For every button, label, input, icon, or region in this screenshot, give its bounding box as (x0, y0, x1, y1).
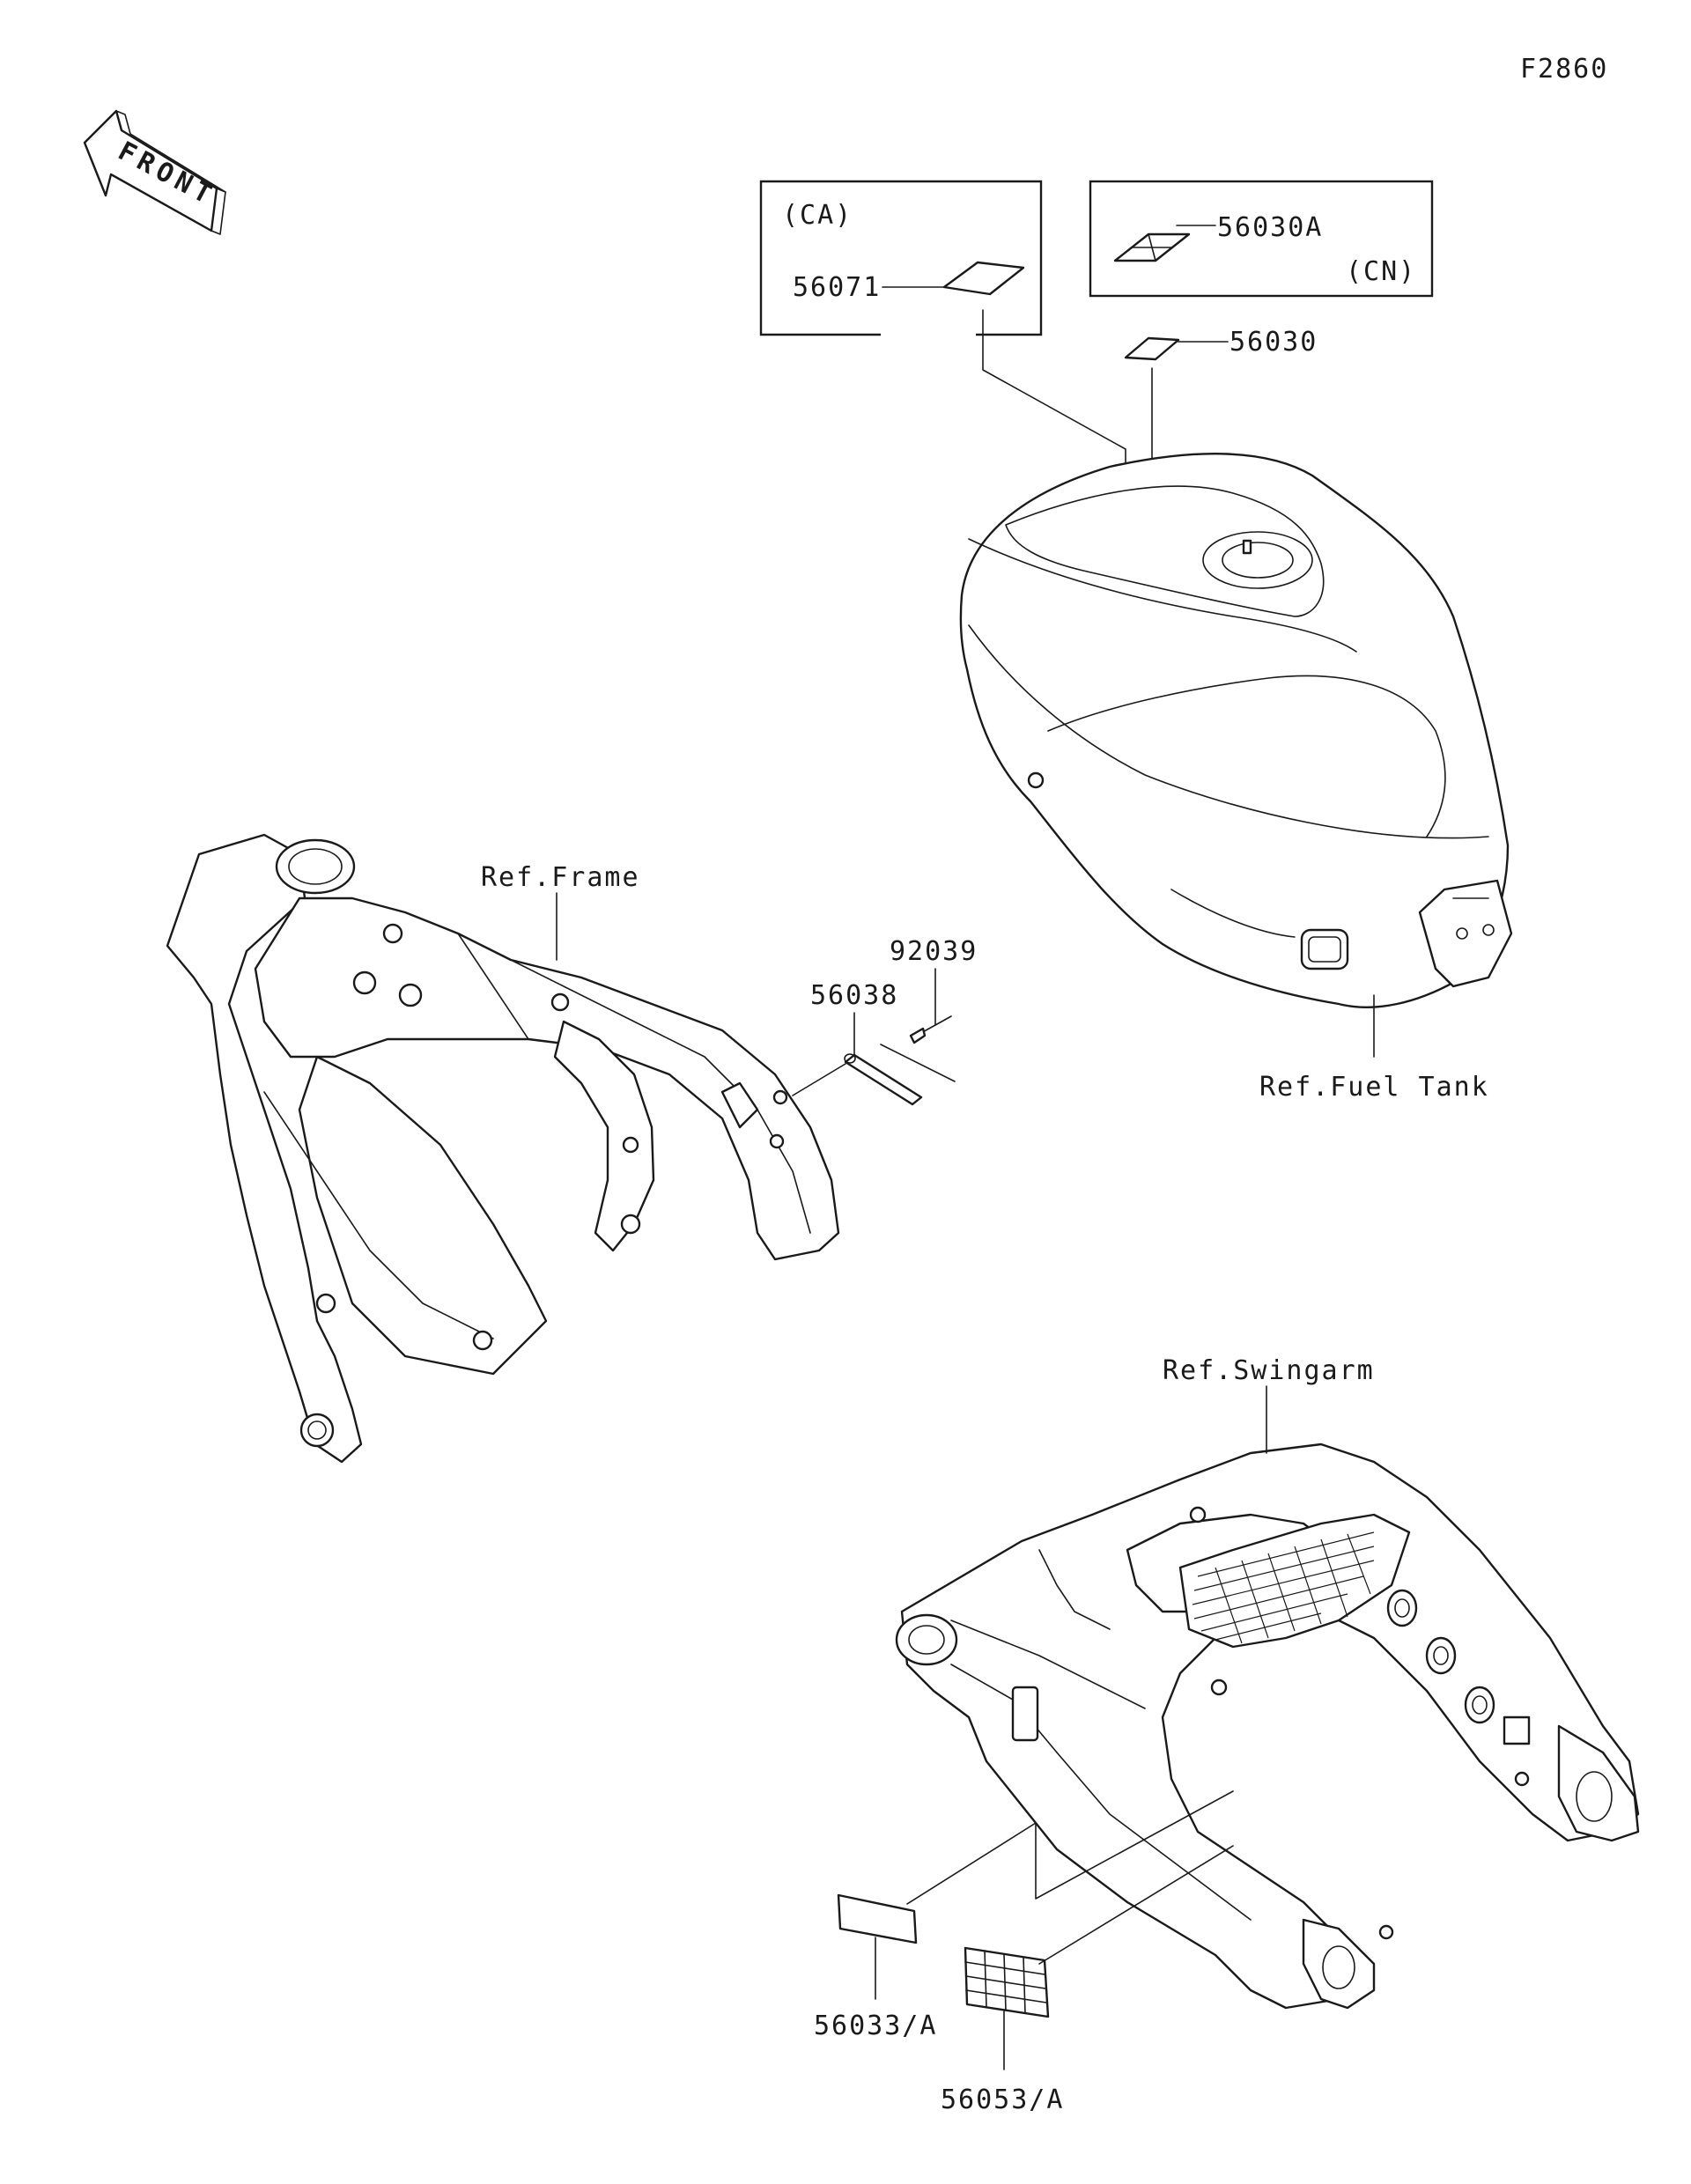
part-number-56033a: 56033/A (814, 2011, 937, 2041)
cn-region-label: (CN) (1346, 256, 1416, 287)
label-56038 (844, 1053, 923, 1106)
part-number-56030a: 56030A (1217, 212, 1323, 243)
frame-reference-drawing (166, 833, 840, 1464)
figure-id: F2860 (1520, 54, 1608, 85)
part-number-56030: 56030 (1229, 327, 1318, 358)
ca-region-label: (CA) (782, 200, 853, 231)
label-sticker-56030 (1124, 336, 1180, 361)
rivet-92039 (909, 1015, 952, 1044)
swingarm-reference-drawing (895, 1442, 1640, 2010)
part-number-56038: 56038 (810, 980, 898, 1011)
reference-fuel-tank-label: Ref.Fuel Tank (1259, 1072, 1489, 1103)
front-arrow-icon: FRONT (83, 109, 226, 235)
fuel-tank-reference-drawing (959, 453, 1513, 1008)
label-sticker-56071 (942, 261, 1025, 296)
reference-frame-label: Ref.Frame (481, 862, 640, 893)
label-sticker-56033 (837, 1893, 918, 1944)
cn-region-box: 56030A (CN) (1089, 180, 1434, 298)
part-number-56053a: 56053/A (941, 2084, 1064, 2115)
label-sticker-56053 (964, 1946, 1050, 2018)
ca-region-box: (CA) 56071 (759, 180, 1043, 336)
part-number-92039: 92039 (890, 936, 978, 967)
reference-swingarm-label: Ref.Swingarm (1163, 1355, 1375, 1386)
part-number-56071: 56071 (793, 272, 881, 303)
